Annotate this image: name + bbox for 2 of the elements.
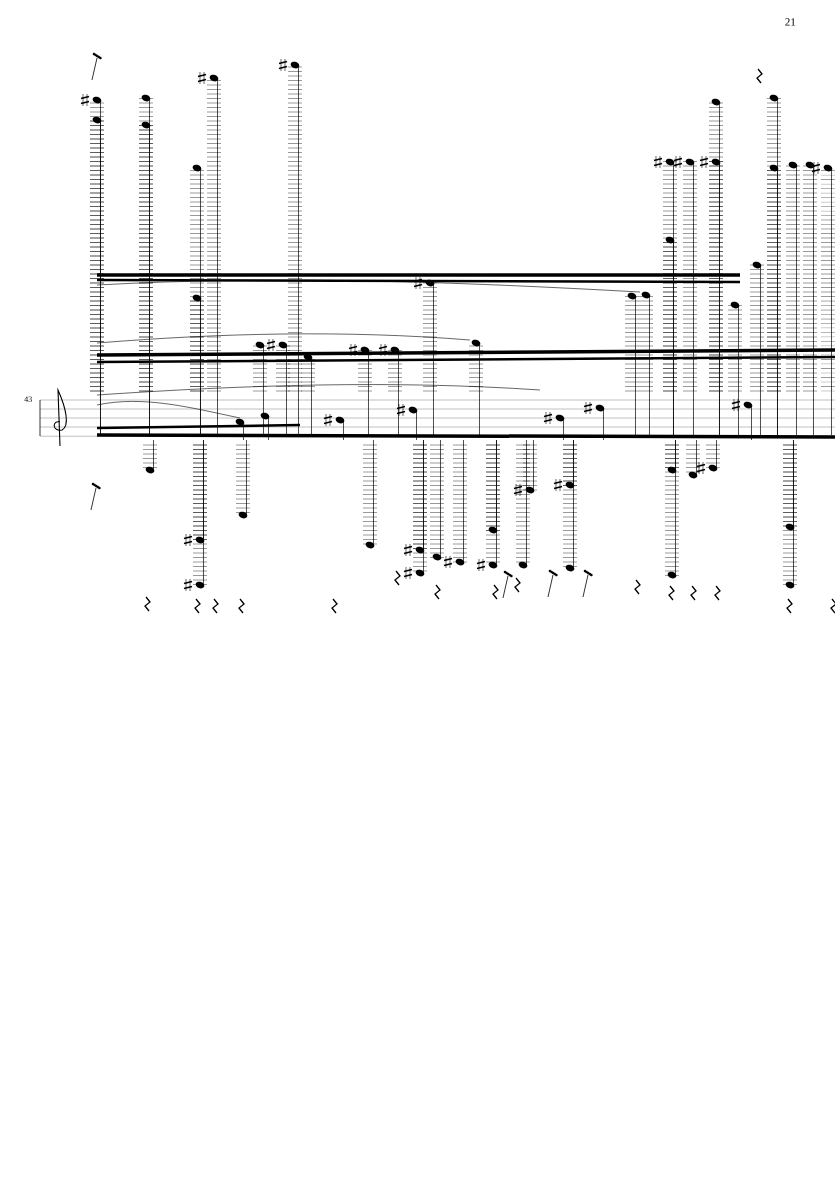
page-number: 21	[785, 18, 796, 26]
measure-number: 43	[24, 396, 32, 402]
